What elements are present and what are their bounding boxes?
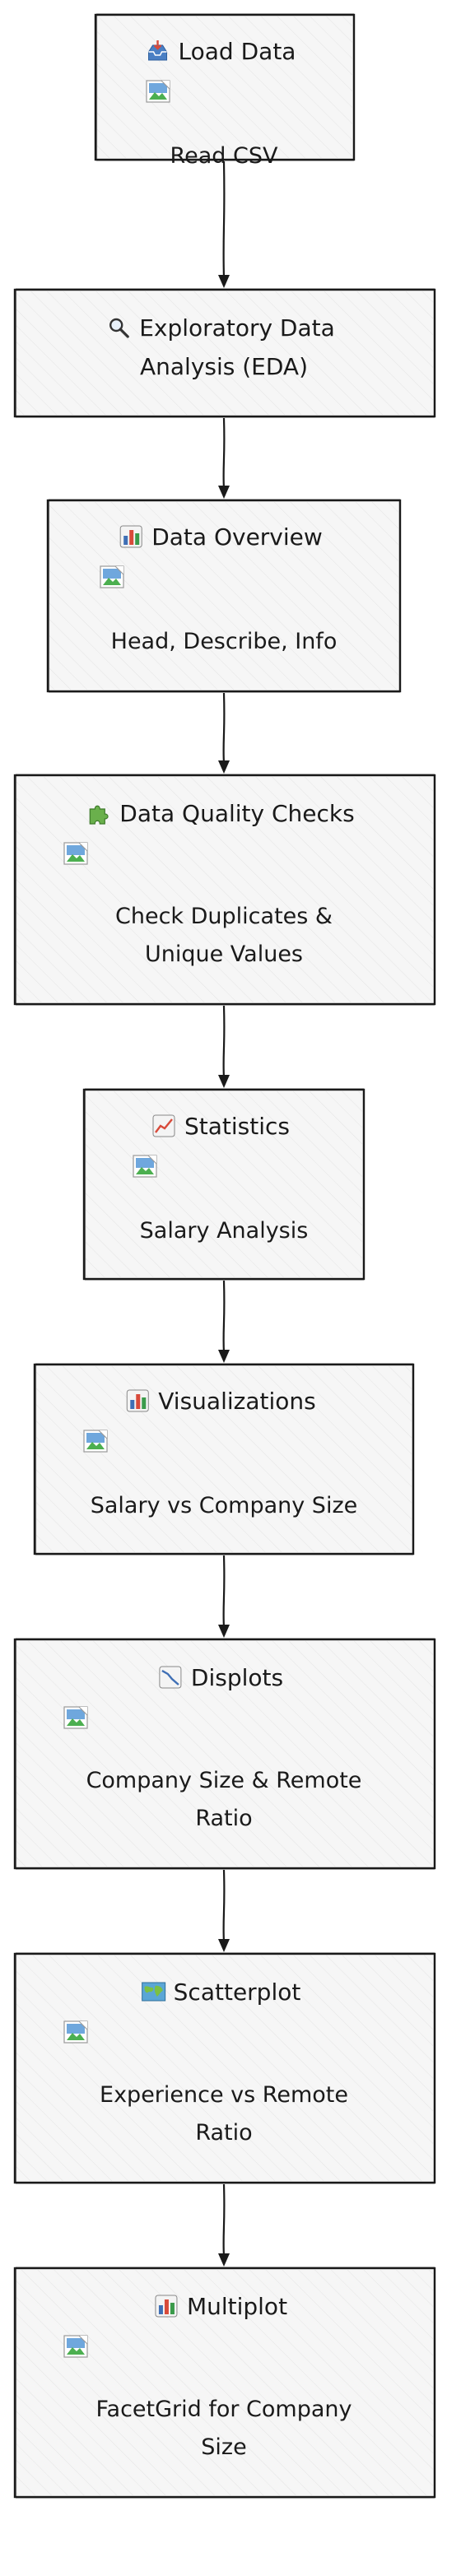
arrowhead <box>218 275 230 288</box>
node-box-sketch <box>15 2267 435 2499</box>
edge-overview-to-quality <box>218 692 230 774</box>
broken-image-icon <box>63 1706 88 1729</box>
node-hatch-fill <box>16 2270 433 2495</box>
magnifier-icon <box>109 318 129 338</box>
broken-image-icon <box>63 2020 88 2044</box>
edge-visualizations-to-displots <box>218 1555 230 1638</box>
arrowhead <box>218 1625 230 1638</box>
edge-eda-to-overview <box>218 417 230 499</box>
node-box-sketch <box>35 1363 414 1555</box>
node-description-line: Unique Values <box>145 942 303 967</box>
node-description-line: Salary Analysis <box>140 1218 309 1244</box>
node-hatch-fill <box>16 777 433 1002</box>
broken-image-icon <box>83 1430 108 1453</box>
node-title: Multiplot <box>187 2293 287 2320</box>
node-description-line: Company Size & Remote <box>86 1768 362 1793</box>
arrowhead <box>218 486 230 499</box>
trend-up-icon <box>152 1114 175 1137</box>
edge-quality-to-statistics <box>218 1005 230 1088</box>
puzzle-piece-icon <box>89 805 109 825</box>
node-hatch-fill <box>49 502 398 690</box>
node-title: Statistics <box>184 1113 290 1140</box>
edge-scatterplot-to-multiplot <box>218 2183 230 2267</box>
node-description-line: Salary vs Company Size <box>91 1493 357 1518</box>
node-description-line: Ratio <box>195 2120 252 2146</box>
node-description-line: FacetGrid for Company <box>95 2397 352 2422</box>
edges <box>218 160 230 2267</box>
node-description-line: Check Duplicates & <box>115 904 333 929</box>
node-title: Scatterplot <box>174 1978 301 2006</box>
node-hatch-fill <box>16 291 433 415</box>
broken-image-icon <box>133 1155 157 1178</box>
edge-load-to-eda <box>218 160 230 288</box>
broken-image-icon <box>100 565 124 588</box>
node-title: Visualizations <box>158 1388 315 1415</box>
edge-statistics-to-visualizations <box>218 1280 230 1363</box>
trend-down-icon <box>159 1666 182 1689</box>
broken-image-icon <box>146 80 170 103</box>
arrowhead <box>218 1939 230 1952</box>
node-description-line: Experience vs Remote <box>100 2082 348 2108</box>
broken-image-icon <box>63 2335 88 2358</box>
node-description-line: Ratio <box>195 1806 252 1831</box>
node-box-sketch <box>84 1088 365 1281</box>
node-box-sketch <box>48 499 401 693</box>
bar-chart-icon <box>126 1389 149 1412</box>
broken-image-icon <box>63 842 88 865</box>
world-map-icon <box>142 1982 166 2002</box>
node-title: Data Overview <box>151 523 323 551</box>
node-description-line: Analysis (EDA) <box>140 353 308 380</box>
node-description-line: Head, Describe, Info <box>111 629 338 654</box>
node-box-sketch <box>15 1952 435 2184</box>
node-box-sketch <box>15 288 435 418</box>
arrowhead <box>218 1075 230 1088</box>
node-hatch-fill <box>16 1641 433 1867</box>
node-box-sketch <box>95 13 355 161</box>
node-description-line: Read CSV <box>170 143 278 169</box>
arrowhead <box>218 760 230 774</box>
node-title: Exploratory Data <box>139 314 335 342</box>
node-hatch-fill <box>97 16 352 158</box>
node-box-sketch <box>15 774 435 1006</box>
node-hatch-fill <box>36 1366 412 1552</box>
node-title: Load Data <box>179 38 296 65</box>
bar-chart-icon <box>119 525 142 548</box>
bar-chart-icon <box>155 2295 178 2318</box>
inbox-tray-icon <box>148 40 168 61</box>
arrowhead <box>218 2253 230 2267</box>
node-hatch-fill <box>16 1955 433 2181</box>
node-title: Displots <box>191 1664 283 1691</box>
arrowhead <box>218 1350 230 1363</box>
node-title: Data Quality Checks <box>119 800 354 827</box>
node-hatch-fill <box>86 1091 362 1277</box>
node-description-line: Size <box>201 2434 246 2460</box>
node-box-sketch <box>15 1638 435 1870</box>
edge-displots-to-scatterplot <box>218 1869 230 1952</box>
